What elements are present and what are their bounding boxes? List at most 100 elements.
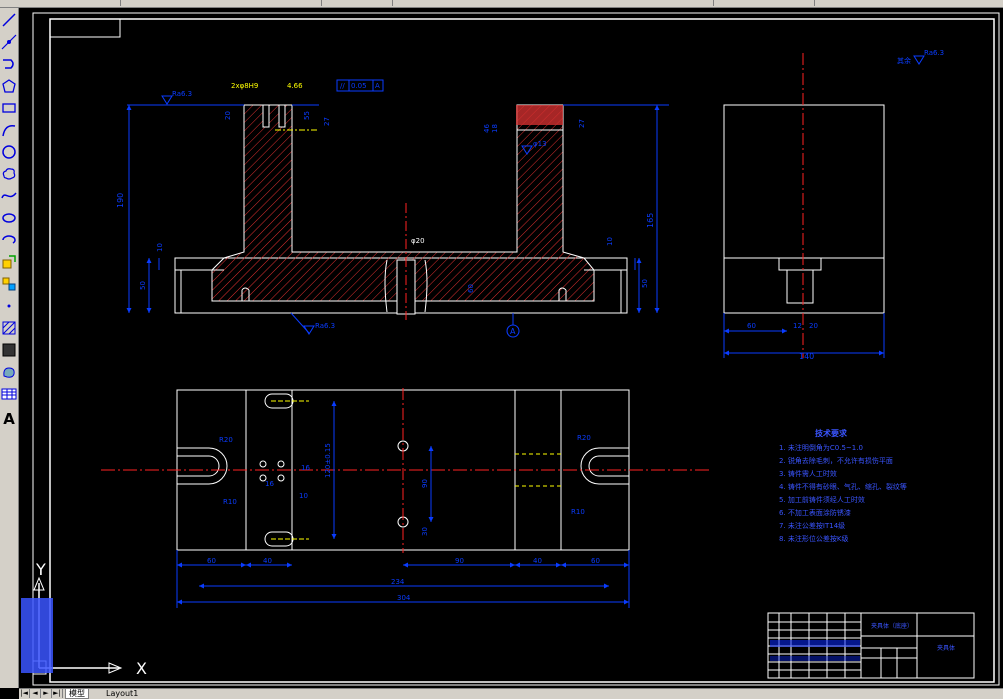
dim-height-left: 190 (116, 193, 125, 208)
dim-55: 55 (303, 111, 311, 120)
top-r10-right: R10 (571, 508, 585, 516)
note-item: 5. 加工前铸件须经人工时效 (779, 495, 865, 504)
dim-18: 18 (491, 124, 499, 133)
layout-tab-bar: |◄ ◄ ► ►| 模型 Layout1 (19, 688, 1003, 699)
ucs-x-label: X (136, 659, 147, 678)
dim-20-left: 20 (224, 111, 232, 120)
arc-icon[interactable] (1, 122, 17, 140)
title-block: 夹具体（底座） 夹具体 (767, 612, 975, 679)
draw-toolbar: A (0, 8, 19, 688)
top-dim-60-r: 60 (591, 557, 600, 565)
dim-pin-holes: 2xφ8H9 (231, 82, 258, 90)
top-dim-40-r: 40 (533, 557, 542, 565)
sheet-frame (49, 18, 995, 683)
table-icon[interactable] (1, 386, 17, 404)
top-dim-120: 120±0.15 (324, 443, 332, 478)
top-r20-right: R20 (577, 434, 591, 442)
top-dim-16a: 16 (301, 464, 310, 472)
part-name: 夹具体（底座） (871, 622, 913, 630)
tab-layout1[interactable]: Layout1 (106, 689, 139, 698)
roughness-general: Ra6.3 (924, 49, 944, 57)
style-control[interactable] (322, 0, 393, 6)
line-icon[interactable] (1, 12, 17, 30)
top-dim-60-l: 60 (207, 557, 216, 565)
mtext-icon: A (3, 410, 15, 428)
right-boss-top (516, 105, 563, 125)
dim-phi13: φ13 (533, 140, 547, 148)
make-block-icon[interactable] (1, 276, 17, 294)
notes-title: 技术要求 (815, 428, 848, 438)
dim-center-hole: φ20 (411, 237, 425, 245)
menu-segment[interactable] (0, 0, 121, 6)
spline-icon[interactable] (1, 188, 17, 206)
ucs-y-label: Y (35, 560, 46, 579)
note-item: 8. 未注形位公差按K级 (779, 534, 849, 543)
prev-tab-button[interactable]: ◄ (30, 689, 41, 698)
point-icon[interactable] (1, 298, 17, 316)
top-dim-304: 304 (397, 594, 411, 602)
next-tab-button[interactable]: ► (41, 689, 52, 698)
note-item: 6. 不加工表面涂防锈漆 (779, 508, 851, 517)
note-item: 4. 铸件不得有砂眼、气孔、缩孔、裂纹等 (779, 482, 907, 491)
dim-step-right: 10 (606, 237, 614, 246)
top-dim-40-l: 40 (263, 557, 272, 565)
dim-27-left: 27 (323, 117, 331, 126)
top-r10-left: R10 (223, 498, 237, 506)
revision-cloud-icon[interactable] (1, 166, 17, 184)
front-section-view: 190 50 10 Ra6.3 2xφ8H9 4.66 20 55 27 // … (116, 79, 669, 338)
drawing-svg: 190 50 10 Ra6.3 2xφ8H9 4.66 20 55 27 // … (21, 12, 1000, 686)
last-tab-button[interactable]: ►| (52, 689, 63, 698)
circle-icon[interactable] (1, 144, 17, 162)
top-view: R20 R10 R20 R10 120±0.15 16 16 10 90 30 … (101, 388, 709, 608)
dim-c466: 4.66 (287, 82, 303, 90)
top-dim-16b: 16 (265, 480, 274, 488)
mtext-button[interactable]: A (1, 410, 17, 428)
dim-base-height: 50 (139, 281, 147, 290)
top-dim-30: 30 (421, 527, 429, 536)
roughness-front-left: Ra6.3 (172, 90, 192, 98)
dim-46: 46 (483, 124, 491, 133)
side-dim-20: 20 (809, 322, 818, 330)
note-item: 3. 铸件需人工时效 (779, 469, 837, 478)
hatched-section (211, 104, 595, 302)
dim-step-left: 10 (156, 243, 164, 252)
top-dim-10: 10 (299, 492, 308, 500)
drawing-number-box (49, 18, 121, 38)
top-dim-234: 234 (391, 578, 405, 586)
sheet-outer-border (32, 12, 1000, 686)
side-dim-140: 140 (799, 352, 814, 361)
gradient-icon[interactable] (1, 342, 17, 360)
polygon-icon[interactable] (1, 78, 17, 96)
properties-control[interactable] (393, 0, 714, 6)
note-item: 7. 未注公差按IT14级 (779, 521, 845, 530)
drawing-no: 夹具体 (937, 644, 955, 652)
svg-text://: // (340, 82, 345, 90)
note-item: 2. 锐角去除毛刺，不允许有损伤平面 (779, 456, 893, 465)
roughness-general-prefix: 其余 (897, 56, 911, 65)
dim-height-right: 165 (646, 213, 655, 228)
top-dim-90-r: 90 (455, 557, 464, 565)
side-dim-60: 60 (747, 322, 756, 330)
layer-control[interactable] (121, 0, 322, 6)
roughness-front-bottom: Ra6.3 (315, 322, 335, 330)
note-item: 1. 未注明倒角为C0.5~1.0 (779, 443, 863, 452)
window-title-strip (0, 0, 1003, 8)
region-icon[interactable] (1, 364, 17, 382)
side-dim-12: 12 (793, 322, 802, 330)
top-dim-90-v: 90 (421, 479, 429, 488)
construction-line-icon[interactable] (1, 34, 17, 52)
hatch-icon[interactable] (1, 320, 17, 338)
tolerance-value: 0.05 (351, 82, 367, 90)
ellipse-arc-icon[interactable] (1, 232, 17, 250)
first-tab-button[interactable]: |◄ (19, 689, 30, 698)
section-mark: A (510, 327, 516, 336)
ucs-icon: Y X (21, 560, 147, 678)
linetype-control[interactable] (714, 0, 815, 6)
technical-notes: 技术要求 1. 未注明倒角为C0.5~1.0 2. 锐角去除毛刺，不允许有损伤平… (779, 428, 907, 543)
rectangle-icon[interactable] (1, 100, 17, 118)
dim-base-right: 50 (641, 279, 649, 288)
ellipse-icon[interactable] (1, 210, 17, 228)
insert-block-icon[interactable] (1, 254, 17, 272)
drawing-canvas[interactable]: 190 50 10 Ra6.3 2xφ8H9 4.66 20 55 27 // … (19, 8, 1003, 688)
polyline-icon[interactable] (1, 56, 17, 74)
